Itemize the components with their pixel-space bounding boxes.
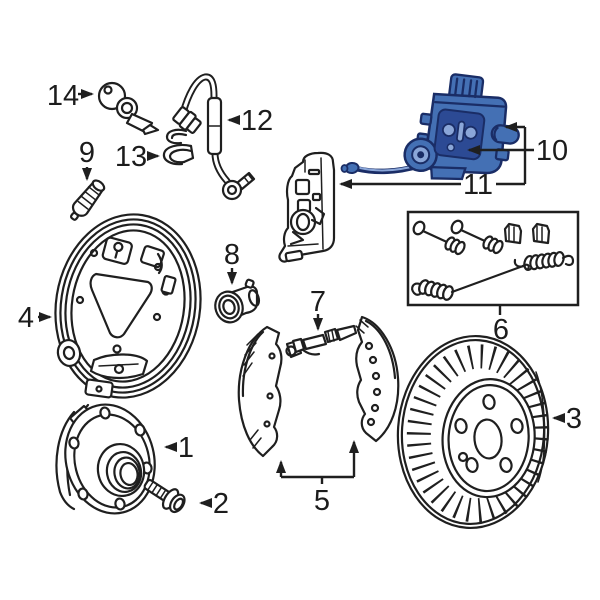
shoe-clip	[531, 222, 551, 245]
callout-3: 3	[552, 403, 582, 435]
callout-10-label[interactable]: 10	[536, 135, 568, 167]
callout-8: 8	[224, 239, 240, 285]
callout-6-label[interactable]: 6	[493, 314, 509, 346]
callout-9: 9	[79, 137, 95, 181]
callout-12: 12	[227, 105, 273, 137]
part-3-brake-rotor[interactable]	[391, 331, 554, 533]
callout-5: 5	[276, 440, 359, 517]
callout-11-label[interactable]: 11	[463, 169, 493, 201]
part-9-stud[interactable]	[66, 178, 107, 224]
callout-13: 13	[115, 141, 160, 173]
return-spring	[513, 250, 575, 272]
callout-14-label[interactable]: 14	[47, 80, 79, 112]
part-8-wheel-cylinder[interactable]	[211, 278, 261, 326]
callout-2: 2	[199, 488, 229, 520]
part-13-hose-clips[interactable]	[162, 128, 195, 166]
callout-11: 11	[339, 169, 525, 201]
part-1-hub-bearing[interactable]	[54, 395, 166, 523]
part-12-brake-hose[interactable]	[172, 73, 256, 201]
callout-13-label[interactable]: 13	[115, 141, 147, 173]
callout-8-label[interactable]: 8	[224, 239, 240, 271]
callout-5-bracket	[281, 475, 354, 484]
shoe-clip	[503, 222, 523, 245]
callout-7-label[interactable]: 7	[310, 286, 326, 318]
part-5-brake-shoe-left[interactable]	[237, 325, 283, 458]
part-2-hub-bolt[interactable]	[140, 474, 188, 516]
callout-10: 10	[467, 122, 568, 184]
callout-1: 1	[164, 432, 194, 464]
hold-down-pin	[412, 220, 466, 256]
callout-6: 6	[493, 306, 509, 346]
callout-3-label[interactable]: 3	[566, 403, 582, 435]
callout-4: 4	[18, 302, 52, 334]
callout-9-label[interactable]: 9	[79, 137, 95, 169]
return-spring	[411, 263, 530, 301]
part-6-hardware-kit[interactable]	[406, 210, 580, 307]
hold-down-pin	[450, 219, 504, 255]
callout-14: 14	[47, 80, 94, 112]
part-7-adjuster[interactable]	[285, 324, 358, 359]
callout-2-label[interactable]: 2	[213, 488, 229, 520]
part-5-brake-shoe-right[interactable]	[355, 315, 400, 443]
callout-7: 7	[310, 286, 326, 331]
part-11-cable-bracket[interactable]	[278, 151, 336, 263]
callout-5-label[interactable]: 5	[314, 485, 330, 517]
callout-12-label[interactable]: 12	[241, 105, 273, 137]
callout-1-label[interactable]: 1	[178, 432, 194, 464]
part-14-speed-sensor[interactable]	[97, 81, 160, 136]
callout-4-label[interactable]: 4	[18, 302, 34, 334]
part-4-backing-plate[interactable]	[42, 204, 213, 408]
